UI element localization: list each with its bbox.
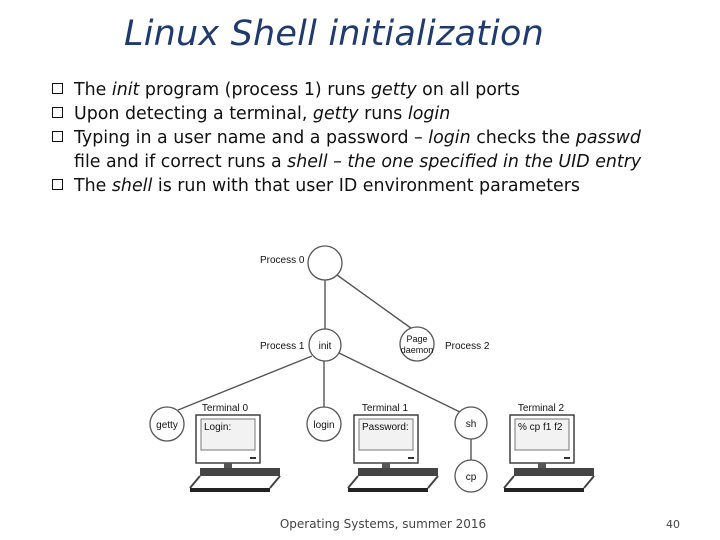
checkbox-bullet-icon <box>52 83 63 94</box>
process-1-label: Process 1 <box>260 341 305 352</box>
process-tree-diagram: init Page daemon getty login sh cp Proce… <box>149 245 595 493</box>
cp-label: cp <box>466 472 477 483</box>
terminal-1: Password: <box>347 414 439 492</box>
bullet-text-run: init <box>111 80 140 100</box>
terminal-0-label: Terminal 0 <box>202 403 249 414</box>
edge-p0-pagedaemon <box>336 274 416 332</box>
bullet-text-run: checks the <box>470 128 576 148</box>
page-daemon-node <box>399 326 435 362</box>
page-number: 40 <box>666 518 680 531</box>
sh-label: sh <box>466 419 477 430</box>
checkbox-bullet-icon <box>52 131 63 142</box>
init-label: init <box>319 341 332 352</box>
bullet-text-run: login <box>428 128 471 148</box>
getty-node <box>149 406 185 442</box>
edge-init-sh <box>338 352 463 414</box>
terminal-2-label: Terminal 2 <box>518 403 565 414</box>
bullet-text-run: login <box>407 104 451 124</box>
init-node <box>308 328 342 362</box>
process-0-node <box>307 245 343 281</box>
bullet-text-run: shell – the one specified in the UID ent… <box>287 152 642 172</box>
sh-node <box>454 406 488 440</box>
page-daemon-label-1: Page <box>406 334 427 344</box>
bullet-text-run: getty <box>312 104 359 124</box>
terminal-1-screen-text: Password: <box>362 422 409 433</box>
bullet-text-run: The <box>74 176 112 196</box>
process-0-label: Process 0 <box>260 255 305 266</box>
edge-init-getty <box>177 355 313 411</box>
process-2-label: Process 2 <box>445 341 490 352</box>
login-label: login <box>313 420 334 431</box>
bullet-item: Upon detecting a terminal, getty runs lo… <box>52 102 692 126</box>
terminal-2: % cp f1 f2 <box>503 414 595 492</box>
bullet-text-run: The <box>74 80 112 100</box>
bullet-text-run: getty <box>370 80 417 100</box>
bullet-item: The init program (process 1) runs getty … <box>52 78 692 102</box>
bullet-text-run: file and if correct runs a <box>74 152 288 172</box>
terminal-1-label: Terminal 1 <box>362 403 409 414</box>
slide-title: Linux Shell initialization <box>124 14 544 54</box>
page-daemon-label-2: daemon <box>401 345 434 355</box>
checkbox-bullet-icon <box>52 179 63 190</box>
bullet-item: The shell is run with that user ID envir… <box>52 174 692 198</box>
bullet-text-run: Upon detecting a terminal, <box>74 104 313 124</box>
footer-course-title: Operating Systems, summer 2016 <box>279 517 487 531</box>
checkbox-bullet-icon <box>52 107 63 118</box>
bullet-text-run: Typing in a user name and a password – <box>74 128 429 148</box>
bullet-item: file and if correct runs a shell – the o… <box>52 150 692 174</box>
login-node <box>306 406 342 442</box>
bullet-text-run: is run with that user ID environment par… <box>152 176 580 196</box>
bullet-list: The init program (process 1) runs getty … <box>52 78 692 198</box>
bullet-text-run: runs <box>358 104 408 124</box>
bullet-text-run: program (process 1) runs <box>139 80 371 100</box>
bullet-text-run: passwd <box>575 128 641 148</box>
cp-node <box>454 459 488 493</box>
terminal-0-screen-text: Login: <box>204 422 231 433</box>
bullet-item: Typing in a user name and a password – l… <box>52 126 692 150</box>
getty-label: getty <box>156 420 178 431</box>
bullet-text-run: on all ports <box>416 80 520 100</box>
terminal-2-screen-text: % cp f1 f2 <box>518 422 563 433</box>
bullet-text-run: shell <box>111 176 153 196</box>
terminal-0: Login: <box>189 414 281 492</box>
